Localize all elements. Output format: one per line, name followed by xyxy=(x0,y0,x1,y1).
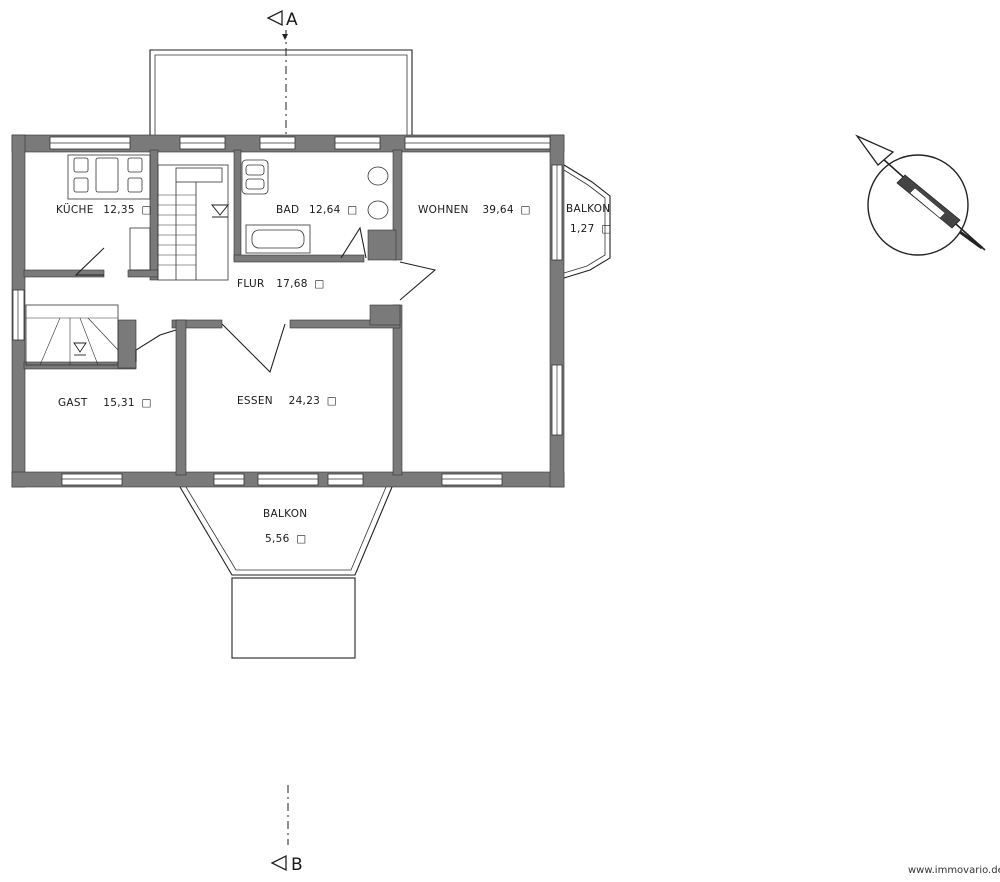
room-name-wohnen: WOHNEN xyxy=(418,204,469,216)
south-balcony xyxy=(179,486,393,659)
exterior-walls xyxy=(11,134,565,488)
staircase-lower xyxy=(25,304,119,366)
svg-text:FLUR 17,68 □: FLUR 17,68 □ xyxy=(237,278,325,290)
area-unit-icon: □ xyxy=(521,204,531,216)
area-unit-icon: □ xyxy=(327,395,337,407)
kitchen-fixtures xyxy=(67,154,151,271)
room-name-gast: GAST xyxy=(58,397,88,409)
area-unit-icon: □ xyxy=(141,397,151,409)
room-area-wohnen: 39,64 xyxy=(482,204,514,216)
svg-text:5,56 □: 5,56 □ xyxy=(265,533,306,545)
watermark: www.immovario.de xyxy=(908,865,1000,876)
interior-walls xyxy=(23,149,403,476)
room-area-balkon-east: 1,27 xyxy=(570,223,595,235)
room-name-balkon-south: BALKON xyxy=(263,508,307,520)
svg-text:ESSEN 24,23 □: ESSEN 24,23 □ xyxy=(237,395,337,407)
svg-text:BAD 12,64 □: BAD 12,64 □ xyxy=(276,204,357,216)
section-marker-b: B xyxy=(270,854,303,875)
svg-text:KÜCHE 12,35 □: KÜCHE 12,35 □ xyxy=(56,203,152,216)
door-swings xyxy=(74,226,437,374)
svg-text:1,27 □: 1,27 □ xyxy=(570,223,611,235)
room-essen: ESSEN 24,23 □ xyxy=(237,395,337,407)
area-unit-icon: □ xyxy=(601,223,611,235)
room-gast: GAST 15,31 □ xyxy=(58,397,152,409)
svg-text:WOHNEN 39,64 □: WOHNEN 39,64 □ xyxy=(418,204,531,216)
room-area-gast: 15,31 xyxy=(103,397,135,409)
section-label-b: B xyxy=(291,855,303,875)
north-arrow-icon xyxy=(855,134,986,256)
room-bad: BAD 12,64 □ xyxy=(276,204,357,216)
area-unit-icon: □ xyxy=(142,204,152,216)
room-name-essen: ESSEN xyxy=(237,395,273,407)
room-name-flur: FLUR xyxy=(237,278,265,290)
room-balkon-east: BALKON 1,27 □ xyxy=(566,203,611,235)
windows xyxy=(12,136,563,486)
room-area-flur: 17,68 xyxy=(276,278,308,290)
room-area-balkon-south: 5,56 xyxy=(265,533,290,545)
area-unit-icon: □ xyxy=(314,278,324,290)
svg-text:GAST 15,31 □: GAST 15,31 □ xyxy=(58,397,152,409)
room-name-kueche: KÜCHE xyxy=(56,203,94,216)
bathroom-fixtures xyxy=(241,159,389,254)
area-unit-icon: □ xyxy=(296,533,306,545)
room-flur: FLUR 17,68 □ xyxy=(237,278,325,290)
room-wohnen: WOHNEN 39,64 □ xyxy=(418,204,531,216)
east-balcony xyxy=(563,164,611,279)
area-unit-icon: □ xyxy=(347,204,357,216)
room-area-essen: 24,23 xyxy=(289,395,321,407)
room-name-balkon-east: BALKON xyxy=(566,203,610,215)
room-balkon-south: BALKON 5,56 □ xyxy=(263,508,307,545)
section-label-a: A xyxy=(286,10,298,30)
room-name-bad: BAD xyxy=(276,204,299,216)
room-area-kueche: 12,35 xyxy=(103,204,135,216)
room-kueche: KÜCHE 12,35 □ xyxy=(56,203,152,216)
room-area-bad: 12,64 xyxy=(309,204,341,216)
staircase xyxy=(157,164,230,281)
section-marker-a: A xyxy=(266,9,298,30)
north-terrace xyxy=(149,49,413,137)
